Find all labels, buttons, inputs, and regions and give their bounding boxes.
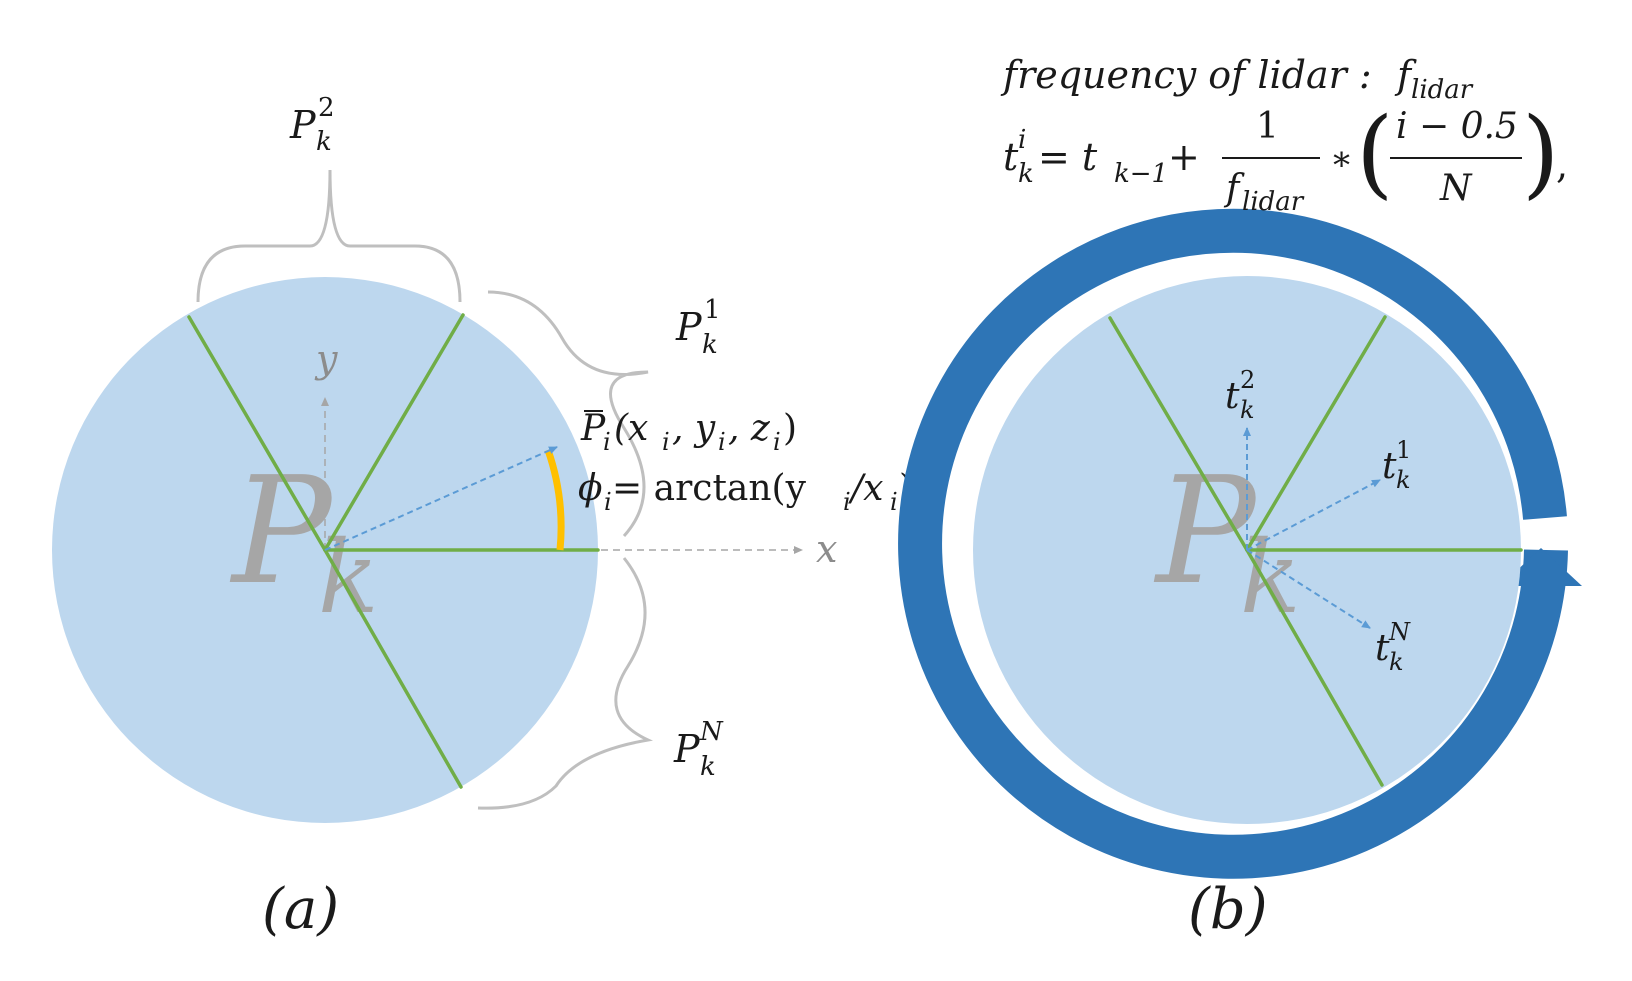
label-pn: P N k [673,717,724,782]
svg-text:+: + [1168,135,1200,179]
ray-tn [1246,549,1371,629]
svg-text:i: i [890,488,898,516]
svg-text:i: i [843,488,851,516]
svg-text:t: t [1382,446,1397,487]
brace-p2 [196,169,462,303]
sector-line-120 [187,315,327,552]
sector-line-b-120 [1108,316,1249,552]
svg-text:N: N [1439,168,1473,209]
label-p2: P 2 k [289,93,335,157]
svg-text:k: k [1389,648,1404,676]
watermark-b: P [1153,445,1258,617]
svg-text:t: t [1375,628,1390,669]
sector-line-60 [323,313,465,552]
svg-text:= t: = t [1038,135,1098,179]
svg-text:i: i [604,488,612,516]
svg-text:k: k [702,330,718,360]
point-label: P i (x i , y i , z i ) [580,408,797,456]
svg-text:i: i [662,428,670,456]
svg-text:i − 0.5: i − 0.5 [1396,106,1518,147]
svg-text:N: N [699,717,724,747]
sector-line-240 [323,548,463,789]
ray-t1 [1246,479,1381,551]
panel-b: P k t 2 k t 1 k t N k frequen [898,53,1582,942]
svg-text:P: P [289,103,317,147]
sector-line-b-60 [1245,315,1387,552]
angle-label: ϕ i = arctan(y i /x i ) [578,468,913,516]
svg-text:i: i [1018,125,1026,155]
svg-text:P: P [675,305,703,349]
svg-text:P: P [580,408,606,449]
angle-arc [544,448,565,551]
svg-text:lidar: lidar [1411,75,1474,105]
svg-text:k: k [1396,466,1411,494]
svg-text:(: ( [1356,97,1393,209]
svg-text:1: 1 [1396,436,1411,464]
svg-text:1: 1 [704,295,721,325]
svg-text:frequency of lidar :: frequency of lidar : [1000,53,1372,97]
svg-text:,: , [1556,143,1568,187]
svg-text:): ) [1522,97,1559,209]
point-vector [324,446,558,551]
svg-text:P: P [673,727,701,771]
label-tn: t N k [1375,618,1411,676]
svg-text:, z: , z [728,408,771,449]
sector-line-b-240 [1245,548,1384,787]
label-p1: P 1 k [675,295,721,360]
rotation-ring [898,208,1568,879]
panel-a: P k y x P 2 k P [52,93,913,942]
svg-text:= arctan(y: = arctan(y [612,468,807,509]
svg-text:∗: ∗ [1330,139,1353,179]
svg-text:i: i [773,428,781,456]
brace-p1 [487,290,649,538]
watermark-a-sub: k [318,519,379,636]
svg-text:k: k [316,127,332,157]
label-t1: t 1 k [1382,436,1411,494]
svg-text:i: i [718,428,726,456]
svg-text:): ) [783,408,797,449]
label-t2: t 2 k [1225,366,1255,424]
svg-text:2: 2 [1240,366,1255,394]
svg-text:t: t [1225,376,1240,417]
svg-text:/x: /x [848,468,883,509]
timestamp-formula: frequency of lidar : f lidar t i k = t k… [1000,53,1568,217]
svg-text:2: 2 [318,93,335,123]
svg-text:lidar: lidar [1242,187,1305,217]
x-axis-label: x [816,527,837,571]
svg-text:t: t [1003,135,1019,179]
svg-text:k: k [700,752,716,782]
y-axis-label: y [314,337,338,381]
svg-text:k: k [1240,396,1255,424]
svg-text:k: k [1018,159,1034,189]
caption-b: (b) [1188,877,1268,942]
svg-text:i: i [603,428,611,456]
svg-text:k−1: k−1 [1114,159,1168,189]
svg-text:ϕ: ϕ [578,468,603,509]
caption-a: (a) [262,877,339,942]
svg-text:N: N [1388,618,1411,646]
svg-text:, y: , y [672,408,716,449]
svg-text:(x: (x [614,408,648,449]
brace-pn [477,557,654,810]
svg-text:1: 1 [1256,106,1279,147]
